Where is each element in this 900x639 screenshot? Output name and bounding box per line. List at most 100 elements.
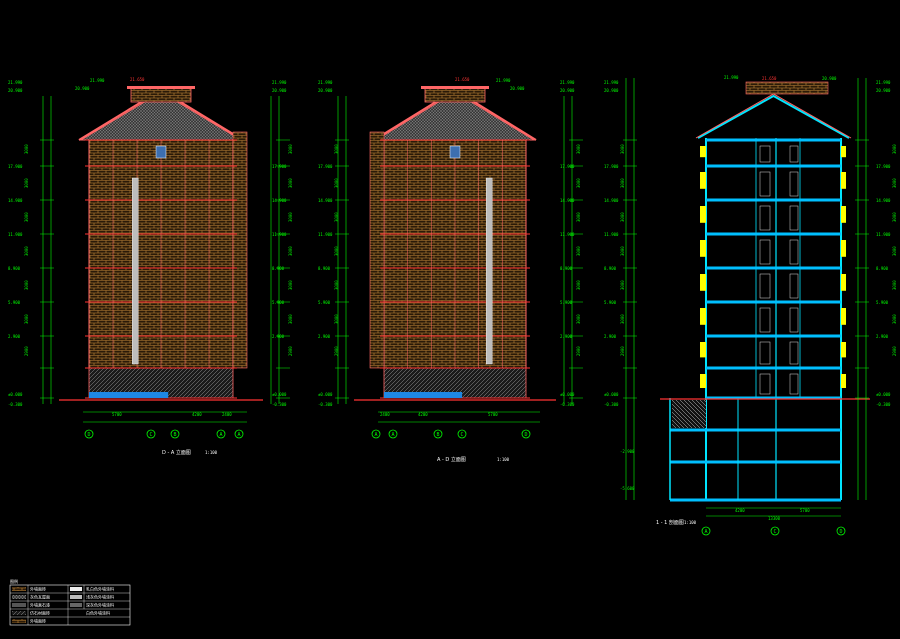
level-label: 11.900 — [272, 232, 287, 237]
section-door — [789, 145, 799, 163]
section-basement-level-2: -5.600 — [620, 486, 635, 491]
section-1-roof-label: 21.650 — [762, 76, 777, 81]
floor-height-label: 3000 — [892, 144, 897, 154]
elevation-1-roof-label: 21.650 — [130, 77, 145, 82]
floor-height-label: 3000 — [334, 280, 339, 290]
axis-bubble: A — [238, 432, 241, 438]
level-label: 14.900 — [8, 198, 23, 203]
elevation-1-axes: D C B A A — [84, 429, 244, 439]
level-label: 21.990 — [318, 80, 333, 85]
level-label: 14.900 — [876, 198, 891, 203]
section-1-top-dim-b: 20.900 — [822, 76, 837, 81]
floor-height-label: 3000 — [892, 178, 897, 188]
level-label: 21.990 — [560, 80, 575, 85]
floor-height-label: 3000 — [576, 144, 581, 154]
section-balcony-edge — [700, 274, 706, 291]
section-window — [759, 171, 771, 197]
floor-height-label: 3000 — [288, 246, 293, 256]
legend-header: 图例 — [10, 578, 18, 584]
section-door — [789, 307, 799, 333]
roof-parapet — [424, 87, 486, 103]
section-1-top-dim-a: 21.990 — [724, 75, 739, 80]
axis-bubble: A — [220, 432, 223, 438]
section-balcony-edge — [841, 308, 846, 325]
axis-bubble: C — [774, 529, 777, 535]
floor-slab — [706, 396, 841, 400]
elevation-1-top-dim-a: 21.990 — [90, 78, 105, 83]
level-label: ±0.000 — [876, 392, 891, 397]
section-balcony-edge — [841, 172, 846, 189]
section-1-title: 1 - 1 剖面图 — [656, 519, 684, 526]
section-window — [759, 205, 771, 231]
section-balcony-edge — [700, 342, 706, 358]
level-label: 14.900 — [560, 198, 575, 203]
section-parapet — [745, 81, 829, 95]
level-label: 2.900 — [8, 334, 21, 339]
level-label: -0.300 — [272, 402, 287, 407]
legend-row-5-left: 外墙面砖 — [30, 618, 46, 624]
level-label: 5.900 — [560, 300, 573, 305]
section-balcony-edge — [700, 206, 706, 223]
section-window — [759, 307, 771, 333]
level-label: 20.900 — [604, 88, 619, 93]
section-window — [759, 341, 771, 365]
floor-height-label: 3000 — [288, 314, 293, 324]
level-label: -0.300 — [876, 402, 891, 407]
section-balcony-edge — [841, 274, 846, 291]
level-label: 20.900 — [876, 88, 891, 93]
floor-height-label: 2900 — [334, 346, 339, 356]
level-label: 8.900 — [272, 266, 285, 271]
level-label: -0.300 — [318, 402, 333, 407]
section-balcony-edge — [841, 342, 846, 358]
axis-bubble: A — [392, 432, 395, 438]
section-roof-outline — [695, 93, 852, 139]
elevation-2-title: A - D 立面图 — [437, 456, 466, 463]
stair-window-strip — [131, 177, 139, 365]
level-label: 14.900 — [318, 198, 333, 203]
elevation-2-top-dim-b: 20.900 — [510, 86, 525, 91]
elevation-1-title: D - A 立面图 — [162, 449, 191, 456]
basement-slab — [670, 498, 841, 502]
axis-bubble: A — [705, 529, 708, 535]
floor-height-label: 3000 — [620, 280, 625, 290]
floor-height-label: 3000 — [620, 144, 625, 154]
level-label: 2.900 — [876, 334, 889, 339]
floor-height-label: 3000 — [334, 314, 339, 324]
floor-height-label: 3000 — [334, 144, 339, 154]
floor-height-label: 3000 — [334, 212, 339, 222]
level-label: 21.990 — [272, 80, 287, 85]
stair-window-strip — [486, 177, 493, 365]
elevation-2-bottom-dim-1: 2400 — [380, 412, 390, 417]
parapet-cap — [127, 86, 195, 89]
level-label: 8.900 — [318, 266, 331, 271]
section-balcony-edge — [841, 146, 846, 158]
entrance-plinth — [89, 392, 169, 398]
parapet-cap — [421, 86, 489, 89]
level-label: 5.900 — [8, 300, 21, 305]
floor-height-label: 3000 — [892, 280, 897, 290]
section-1-axes: A C D — [701, 526, 846, 536]
level-label: ±0.000 — [318, 392, 333, 397]
floor-height-label: 2900 — [620, 346, 625, 356]
level-label: -0.300 — [560, 402, 575, 407]
floor-slab — [706, 164, 841, 168]
floor-height-label: 3000 — [288, 144, 293, 154]
section-door — [789, 373, 799, 395]
level-label: 20.900 — [318, 88, 333, 93]
floor-height-label: 3000 — [288, 280, 293, 290]
level-label: 8.900 — [560, 266, 573, 271]
floor-height-label: 2900 — [576, 346, 581, 356]
floor-height-label: 3000 — [892, 246, 897, 256]
section-balcony-edge — [700, 308, 706, 325]
roof-parapet — [130, 87, 192, 103]
basement-slab — [670, 460, 841, 464]
elevation-2: A - D 立面图 1:100 21.990 20.900 21.650 240… — [335, 77, 583, 463]
floor-height-label: 3000 — [620, 178, 625, 188]
floor-height-label: 3000 — [288, 212, 293, 222]
level-label: 21.990 — [8, 80, 23, 85]
level-label: 20.900 — [272, 88, 287, 93]
legend-row-2-left: 灰色瓦屋面 — [30, 594, 50, 600]
section-door — [789, 171, 799, 197]
legend-row-2-right: 浅灰色外墙涂料 — [86, 594, 114, 600]
